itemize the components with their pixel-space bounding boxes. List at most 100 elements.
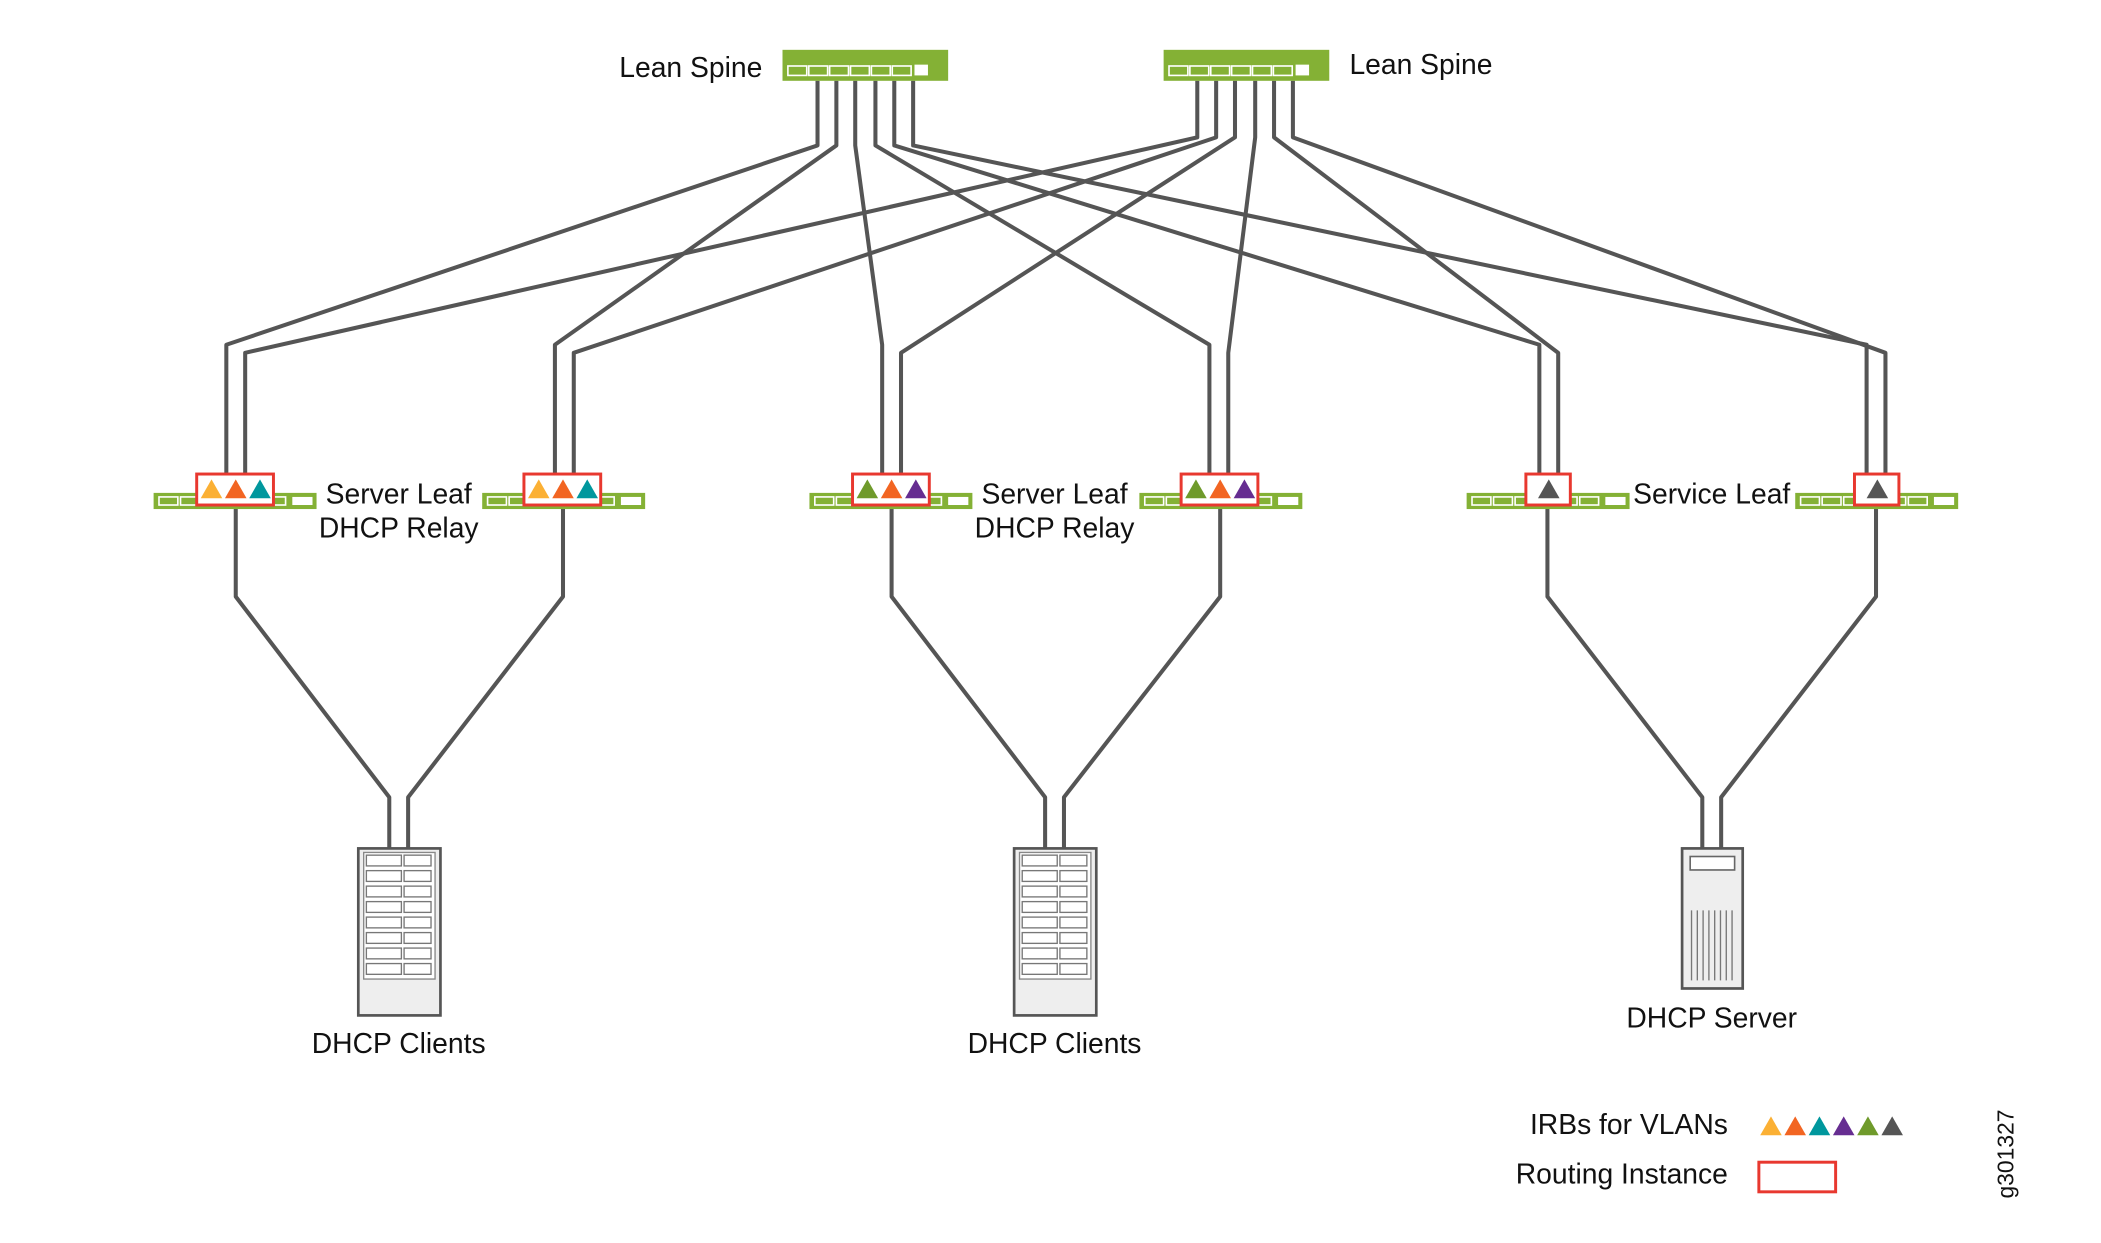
rack-unit bbox=[403, 854, 432, 867]
port-icon bbox=[849, 65, 871, 77]
irb-triangle-icon bbox=[576, 479, 599, 499]
rack-unit bbox=[1059, 916, 1088, 929]
leaf-group-label-2a: Server Leaf bbox=[981, 478, 1127, 510]
port-icon bbox=[814, 496, 835, 506]
rack-unit bbox=[1021, 962, 1058, 976]
port-icon bbox=[948, 496, 969, 506]
rack-unit bbox=[403, 885, 432, 898]
devices-layer bbox=[153, 49, 1959, 1017]
port-icon bbox=[1168, 65, 1189, 77]
legend-irb-triangle-icon bbox=[1808, 1116, 1831, 1136]
rack-unit bbox=[403, 931, 432, 945]
port-icon bbox=[1605, 496, 1626, 506]
irb-triangle-icon bbox=[1233, 479, 1256, 499]
rack-unit bbox=[403, 947, 432, 960]
uplink-spine2 bbox=[1272, 80, 1561, 479]
rack-unit bbox=[1021, 854, 1058, 867]
endpoint-label-1: DHCP Clients bbox=[312, 1027, 486, 1059]
uplink-spine1 bbox=[911, 80, 1869, 479]
port-icon bbox=[1492, 496, 1514, 506]
leaf-group-label-1b: DHCP Relay bbox=[319, 511, 480, 543]
uplink-spine1 bbox=[873, 80, 1212, 479]
irb-triangle-icon bbox=[552, 479, 574, 499]
downlink bbox=[889, 507, 1048, 852]
rack-unit bbox=[365, 869, 403, 883]
spine-label-2: Lean Spine bbox=[1349, 48, 1492, 80]
port-icon bbox=[1799, 496, 1821, 506]
uplink-spine2 bbox=[243, 80, 1200, 479]
port-icon bbox=[1821, 496, 1842, 506]
irb-triangle-icon bbox=[224, 479, 247, 499]
downlink bbox=[1061, 507, 1223, 852]
rack-unit bbox=[365, 854, 403, 867]
legend-routing-instance-box bbox=[1757, 1160, 1838, 1194]
irb-triangle-icon bbox=[856, 479, 879, 499]
leaf-switch-2 bbox=[482, 472, 646, 510]
links-layer bbox=[224, 80, 1888, 852]
leaf-group-label-3: Service Leaf bbox=[1633, 478, 1790, 510]
rack-unit bbox=[403, 869, 432, 883]
server-rack-icon-1 bbox=[356, 847, 442, 1017]
irb-triangle-icon bbox=[880, 479, 903, 499]
rack-unit bbox=[365, 962, 403, 976]
port-icon bbox=[486, 496, 508, 506]
rack-unit bbox=[1059, 869, 1088, 883]
server-tower-icon bbox=[1680, 847, 1745, 990]
rack-unit bbox=[1021, 916, 1058, 929]
leaf-group-label-2b: DHCP Relay bbox=[975, 511, 1136, 543]
rack-unit bbox=[365, 931, 403, 945]
legend-irb-triangle-icon bbox=[1832, 1116, 1855, 1136]
rack-unit bbox=[1021, 869, 1058, 883]
legend-irb-label: IRBs for VLANs bbox=[1530, 1108, 1728, 1140]
irb-triangle-icon bbox=[1185, 479, 1207, 499]
rack-unit bbox=[1021, 900, 1058, 914]
uplink-spine2 bbox=[898, 80, 1238, 479]
rack-unit bbox=[1021, 947, 1058, 960]
rack-unit bbox=[1059, 854, 1088, 867]
port-icon bbox=[1933, 496, 1955, 506]
rack-unit bbox=[403, 962, 432, 976]
uplink-spine1 bbox=[892, 80, 1542, 479]
rack-unit bbox=[365, 885, 403, 898]
rack-unit bbox=[1059, 900, 1088, 914]
port-icon bbox=[620, 496, 642, 506]
spine-label-1: Lean Spine bbox=[619, 51, 762, 83]
rack-unit bbox=[1059, 931, 1088, 945]
rack-unit bbox=[403, 900, 432, 914]
irb-triangle-icon bbox=[1209, 479, 1231, 499]
uplink-spine2 bbox=[1226, 80, 1258, 479]
rack-unit bbox=[1059, 885, 1088, 898]
figure-id: g301327 bbox=[1992, 1109, 2018, 1198]
legend-irb-triangle-icon bbox=[1784, 1116, 1806, 1136]
legend-irb-triangle-icon bbox=[1881, 1116, 1903, 1136]
irb-triangle-icon bbox=[249, 479, 271, 499]
uplink-spine1 bbox=[853, 80, 885, 479]
rack-unit bbox=[365, 916, 403, 929]
port-icon bbox=[1278, 496, 1299, 506]
port-icon bbox=[1295, 64, 1310, 76]
rack-unit bbox=[1021, 931, 1058, 945]
leaf-switch-5 bbox=[1466, 472, 1630, 510]
legend: IRBs for VLANs Routing Instance bbox=[1516, 1108, 1903, 1194]
leaf-group-label-1a: Server Leaf bbox=[326, 478, 472, 510]
spine-switch-1 bbox=[782, 49, 949, 81]
port-icon bbox=[1251, 65, 1273, 77]
leaf-switch-4 bbox=[1139, 472, 1303, 510]
legend-routing-label: Routing Instance bbox=[1516, 1158, 1728, 1190]
irb-triangle-icon bbox=[1866, 479, 1889, 499]
rack-unit bbox=[365, 900, 403, 914]
port-icon bbox=[828, 65, 850, 77]
endpoint-label-3: DHCP Server bbox=[1626, 1002, 1797, 1034]
legend-irb-triangle-icon bbox=[1857, 1116, 1879, 1136]
legend-irb-triangle-icon bbox=[1760, 1116, 1782, 1136]
irb-triangle-icon bbox=[200, 479, 223, 499]
leaf-switch-6 bbox=[1795, 472, 1959, 510]
server-rack-icon-2 bbox=[1012, 847, 1098, 1017]
rack-unit bbox=[1021, 885, 1058, 898]
port-icon bbox=[292, 496, 313, 506]
port-icon bbox=[1272, 65, 1294, 77]
port-icon bbox=[870, 65, 892, 77]
port-icon bbox=[807, 65, 829, 77]
irb-triangle-icon bbox=[527, 479, 550, 499]
